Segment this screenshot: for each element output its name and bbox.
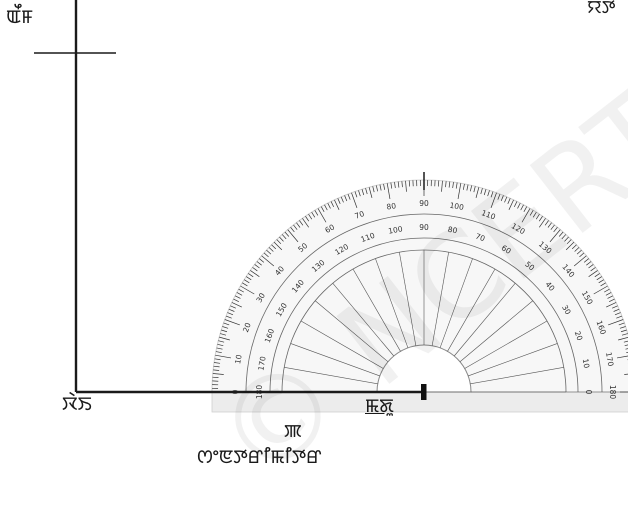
protractor-inner-label: 10 [581,358,592,369]
caption: ꯁꯦꯟꯇꯔꯤꯃꯤꯇꯔ [197,444,322,470]
label-top-right: ꯌꯇ [587,0,615,19]
protractor-outer-label: 80 [386,201,397,212]
protractor-angle-figure: 0102030405060708090100110120130140150160… [0,0,628,481]
protractor-outer-label: 10 [233,354,244,365]
protractor: 0102030405060708090100110120130140150160… [212,180,628,412]
protractor-inner-label: 80 [447,225,458,236]
protractor-inner-label: 0 [584,390,593,395]
vertex-marker [421,384,427,400]
protractor-base-strip [212,392,628,412]
protractor-outer-label: 90 [419,199,429,208]
label-bottom-left: ꯋꯥꯏ [62,391,92,417]
label-point: ꯄ [284,418,302,443]
protractor-outer-label: 180 [608,385,617,400]
protractor-inner-label: 90 [419,223,429,232]
label-vertex: ꯃꯗꯨ [365,393,394,419]
label-top-left: ꯑꯩꯝ [6,4,33,30]
